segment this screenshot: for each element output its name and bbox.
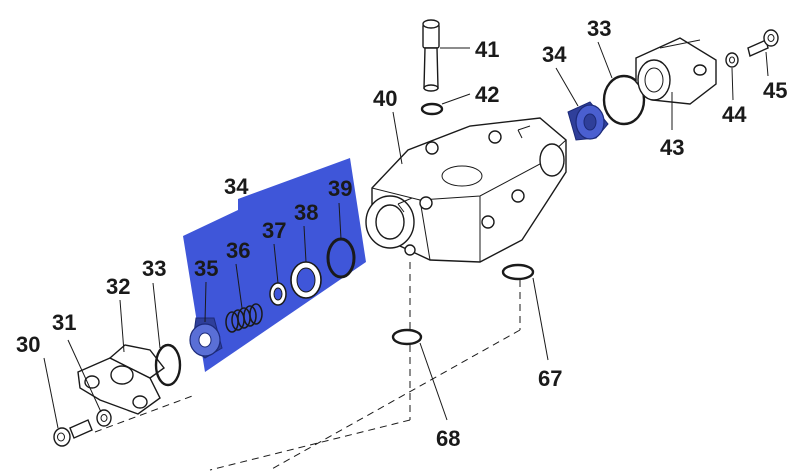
valve-35 — [189, 317, 223, 359]
leader-lines — [43, 41, 769, 429]
callout-31: 31 — [52, 310, 76, 335]
flange-32 — [77, 344, 166, 415]
assembly-axes — [94, 262, 521, 471]
callout-33-right: 33 — [587, 16, 611, 41]
flange-43 — [635, 37, 717, 105]
callout-labels: 30 31 32 33 34 35 36 37 38 39 40 41 42 3… — [16, 16, 787, 451]
callout-34-kit: 34 — [224, 174, 249, 199]
spring-36 — [225, 303, 263, 333]
callout-42: 42 — [475, 82, 499, 107]
callout-45: 45 — [763, 78, 787, 103]
callout-35: 35 — [194, 256, 218, 281]
callout-36: 36 — [226, 238, 250, 263]
bolt-41 — [422, 19, 440, 92]
washer-31 — [96, 409, 112, 427]
callout-40: 40 — [373, 86, 397, 111]
callout-30: 30 — [16, 332, 40, 357]
screw-30 — [53, 419, 93, 447]
oring-33-left — [154, 343, 182, 387]
oring-67 — [501, 263, 535, 281]
screw-45 — [747, 29, 779, 57]
oring-33-right — [602, 74, 646, 126]
callout-67: 67 — [538, 366, 562, 391]
valve-34-right — [567, 101, 609, 141]
pump-head-40 — [365, 117, 567, 263]
callout-33-left: 33 — [142, 256, 166, 281]
callout-44: 44 — [722, 102, 747, 127]
callout-34-right: 34 — [542, 42, 567, 67]
callout-43: 43 — [660, 135, 684, 160]
oring-42 — [420, 102, 444, 116]
washer-37 — [269, 282, 287, 306]
callout-39: 39 — [328, 176, 352, 201]
callout-37: 37 — [262, 218, 286, 243]
oring-68 — [391, 328, 423, 346]
seal-38 — [290, 261, 322, 299]
washer-44 — [725, 52, 739, 68]
callout-41: 41 — [475, 37, 499, 62]
callout-38: 38 — [294, 200, 318, 225]
callout-32: 32 — [106, 274, 130, 299]
callout-68: 68 — [436, 426, 460, 451]
kit-34-panel — [183, 158, 366, 372]
